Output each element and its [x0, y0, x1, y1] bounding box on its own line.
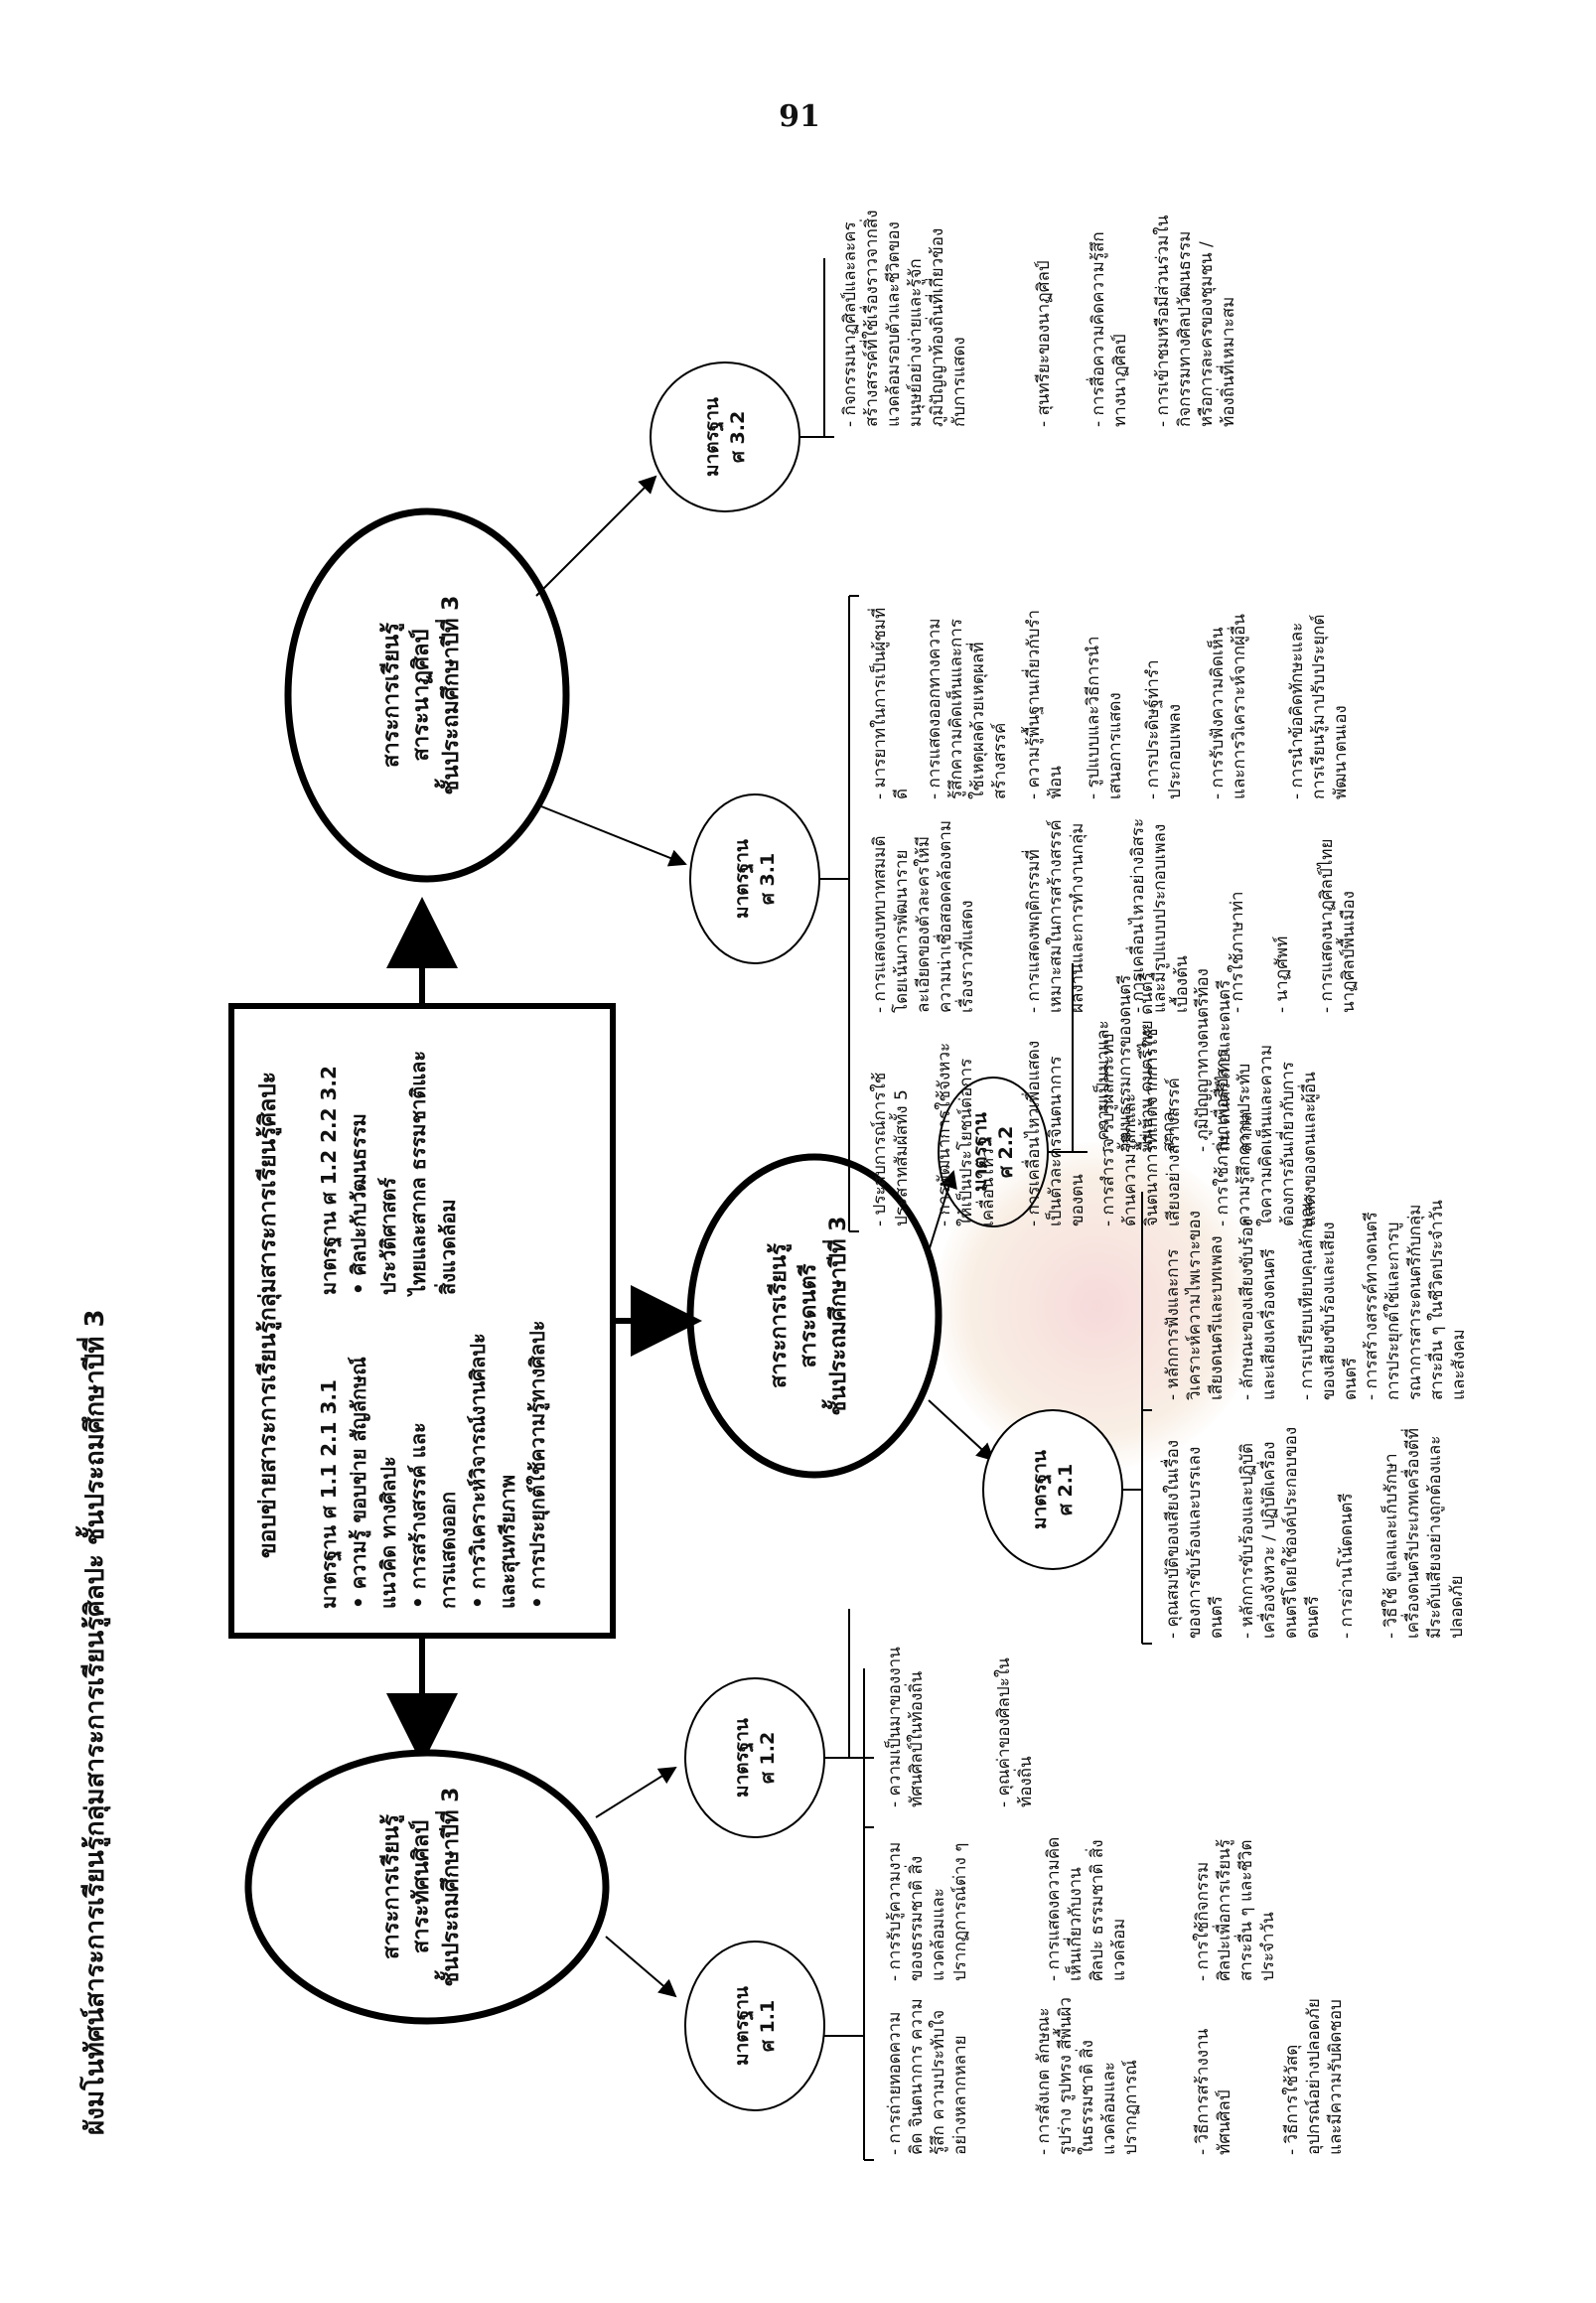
s31-item: - การประดิษฐ์ท่ารำประกอบเพลง: [1143, 659, 1185, 799]
s31-item: - รูปแบบและวิธีการนำเสนอการแสดง: [1084, 636, 1125, 799]
s31-item: - การพัฒนาการใช้จังหวะให้เป็นประโยชน์ต่อ…: [935, 1042, 998, 1226]
bracket-s11: [824, 1668, 874, 2161]
s31-item: - การใช้ภาษาท่า: [1228, 891, 1247, 1013]
s21-item: - การอ่านโน้ตดนตรี: [1337, 1493, 1357, 1639]
s32-item: - กิจกรรมนาฏศิลป์และละครสร้างสรรค์ที่ใช้…: [840, 210, 969, 427]
std-line: ศ 3.1: [757, 852, 779, 906]
s32-item: - การเข้าชมหรือมีส่วนร่วมในกิจกรรมทางศิล…: [1153, 215, 1238, 427]
left-col-line: การแสดงออก: [436, 1491, 460, 1609]
s31-item: - การเคลื่อนไหวอย่างอิสระและมีรูปแบบประก…: [1128, 817, 1192, 1013]
std-line: ศ 1.1: [757, 1999, 779, 2053]
strand-line: สาระการเรียนรู้: [767, 1243, 792, 1388]
s21-item: - วิธีใช้ ดูแลและเก็บรักษาเครื่องดนตรีปร…: [1381, 1427, 1467, 1639]
std-line: ศ 2.1: [1055, 1463, 1077, 1516]
s21-item: - การสร้างสรรค์ทางดนตรีการประยุกต์ใช้และ…: [1362, 1200, 1469, 1400]
right-col-line: ไทยและสากล ธรรมชาติและ: [406, 1050, 430, 1295]
ellipse-drama: [284, 507, 570, 883]
standard-s11-label: มาตรฐานศ 1.1: [729, 1956, 781, 2095]
s31-item: - การสำรวจ รับรู้ผลกระทบด้านความรู้สึกแล…: [1098, 1028, 1184, 1226]
s31-item: - การรับฟังความคิดเห็นและการวิเคราะห์จาก…: [1208, 614, 1249, 799]
bracket-s32: [799, 258, 834, 438]
standard-s21-label: มาตรฐานศ 2.1: [1027, 1420, 1079, 1559]
standard-s32-label: มาตรฐานศ 3.2: [699, 367, 751, 506]
bracket-s31: [819, 595, 859, 1232]
strand-line: สาระการเรียนรู้: [379, 1814, 404, 1959]
page-number: 91: [779, 99, 820, 134]
left-col-line: แนวคิด ทางศิลปะ: [376, 1456, 400, 1609]
ellipse-s11: [684, 1941, 825, 2111]
ellipse-visual: [244, 1749, 610, 2025]
s11-item: - การถ่ายทอดความคิด จินตนาการ ความรู้สึก…: [885, 1998, 970, 2155]
center-left-col: มาตรฐาน ศ 1.1 2.1 3.1 • ความรู้ ขอบข่าย …: [314, 1321, 552, 1610]
left-col-line: • การสร้างสรรค์ และ: [406, 1422, 430, 1609]
standard-s31-label: มาตรฐานศ 3.1: [729, 809, 781, 948]
left-col-line: • ความรู้ ขอบข่าย สัญลักษณ์: [347, 1357, 370, 1609]
center-right-col: มาตรฐาน ศ 1.2 2.2 3.2 • ศิลปะกับวัฒนธรรม…: [314, 1009, 463, 1295]
s11-item: - วิธีการสร้างงานทัศนศิลป์: [1193, 2028, 1234, 2155]
strand-line: สาระนาฏศิลป์: [409, 629, 434, 762]
strand-line: ชั้นประถมศึกษาปีที่ 3: [826, 1216, 851, 1416]
std-line: มาตรฐาน: [731, 1986, 753, 2066]
diagram-title: ผังมโนทัศน์สาระการเรียนรู้กลุ่มสาระการเร…: [80, 1309, 110, 2135]
bracket-s12: [824, 1609, 874, 1759]
center-scope-box: ขอบข่ายสาระการเรียนรู้กลุ่มสาระการเรียนร…: [228, 1003, 616, 1639]
concept-map: ผังมโนทัศน์สาระการเรียนรู้กลุ่มสาระการเร…: [40, 179, 1529, 2225]
std-line: มาตรฐาน: [701, 397, 723, 477]
s31-item: - การใช้ภาษาเพื่อสื่อสารความรู้สึกความปร…: [1213, 1044, 1320, 1226]
strand-line: ชั้นประถมศึกษาปีที่ 3: [439, 1787, 464, 1987]
s11-item: - วิธีการใช้วัสดุอุปกรณ์อย่างปลอดภัยและม…: [1282, 1998, 1346, 2155]
strand-line: สาระดนตรี: [797, 1263, 821, 1368]
strand-line: ชั้นประถมศึกษาปีที่ 3: [439, 595, 464, 795]
s11-item: - การสังเกต ลักษณะ รูปร่าง รูปทรง สีพื้น…: [1034, 1997, 1141, 2155]
std-line: ศ 3.2: [727, 410, 749, 464]
s31-item: - ความรู้พื้นฐานเกี่ยวกับรำ ฟ้อน: [1024, 609, 1066, 799]
s11-item: - การแสดงความคิดเห็นเกี่ยวกับงานศิลปะ ธร…: [1044, 1836, 1129, 1981]
right-col-line: • ศิลปะกับวัฒนธรรมประวัติศาสตร์: [347, 1113, 400, 1295]
strand-music-label: สาระการเรียนรู้ สาระดนตรี ชั้นประถมศึกษา…: [765, 1192, 854, 1440]
s31-item: - ประสบการณ์การใช้ประสาทสัมผัสทั้ง 5: [870, 1072, 912, 1226]
s21-item: - คุณสมบัติของเสียงในเรื่องของการขับร้อง…: [1163, 1439, 1227, 1639]
s31-item: - การแสดงพฤติกรรมที่เหมาะสมในการสร้างสรร…: [1024, 819, 1088, 1013]
std-line: มาตรฐาน: [731, 1718, 753, 1798]
bracket-s21: [1122, 1192, 1152, 1645]
s31-item: - มารยาทในการเป็นผู้ชมที่ดี: [870, 607, 912, 799]
std-line: มาตรฐาน: [731, 839, 753, 919]
left-col-line: มาตรฐาน ศ 1.1 2.1 3.1: [317, 1379, 341, 1609]
s11-item: - การรับรู้ความงามของธรรมชาติ สิ่งแวดล้อ…: [885, 1841, 970, 1981]
s32-item: - การสื่อความคิดความรู้สึกทางนาฏศิลป์: [1088, 231, 1130, 427]
s31-item: - การแสดงบทบาทสมมติโดยเน้นการพัฒนารายละเ…: [870, 819, 977, 1013]
right-col-line: มาตรฐาน ศ 1.2 2.2 3.2: [317, 1066, 341, 1295]
right-col-line: สิ่งแวดล้อม: [436, 1199, 460, 1295]
standard-s12-label: มาตรฐานศ 1.2: [729, 1688, 781, 1827]
left-col-line: • การประยุกต์ใช้ความรู้ทางศิลปะ: [525, 1320, 549, 1610]
s31-item: - การแสดงออกทางความรู้สึกความคิดเห็นและก…: [925, 618, 1010, 799]
s31-item: - การเคลื่อนไหวเพื่อแสดงเป็นตัวละครจินตน…: [1024, 1040, 1088, 1226]
s31-item: - นาฏศัพท์: [1272, 936, 1292, 1013]
s32-item: - สุนทรียะของนาฏศิลป์: [1034, 260, 1054, 427]
s12-item: - ความเป็นมาของงานทัศนศิลป์ในท้องถิ่น: [885, 1647, 927, 1807]
strand-line: สาระการเรียนรู้: [379, 623, 404, 768]
std-line: ศ 1.2: [757, 1731, 779, 1785]
center-heading: ขอบข่ายสาระการเรียนรู้กลุ่มสาระการเรียนร…: [255, 1071, 281, 1559]
strand-drama-label: สาระการเรียนรู้ สาระนาฏศิลป์ ชั้นประถมศึ…: [377, 566, 467, 824]
s11-item: - การใช้กิจกรรมศิลปะเพื่อการเรียนรู้สาระ…: [1193, 1839, 1278, 1981]
ellipse-music: [686, 1153, 943, 1479]
connector-layer: [244, 258, 1152, 2161]
std-line: มาตรฐาน: [1029, 1450, 1051, 1529]
left-col-line: และสุนทรียภาพ: [496, 1474, 519, 1609]
strand-line: สาระทัศนศิลป์: [409, 1819, 434, 1954]
s31-item: - การนำข้อคิดทักษะและการเรียนรู้มาปรับปร…: [1287, 614, 1351, 799]
left-col-line: • การวิเคราะห์วิจารณ์งานศิลปะ: [466, 1333, 490, 1609]
s31-item: - การแสดงนาฏศิลป์ไทยนาฏศิลป์พื้นเมือง: [1317, 838, 1359, 1013]
s12-item: - คุณค่าของศิลปะในท้องถิ่น: [994, 1657, 1036, 1807]
s21-item: - หลักการขับร้องและปฏิบัติเครื่องจังหวะ …: [1237, 1426, 1323, 1639]
strand-visual-label: สาระการเรียนรู้ สาระทัศนศิลป์ ชั้นประถมศ…: [377, 1763, 467, 2011]
bracket-s22: [1048, 963, 1088, 1153]
diagram-stage: ผังมโนทัศน์สาระการเรียนรู้กลุ่มสาระการเร…: [40, 179, 1589, 2264]
